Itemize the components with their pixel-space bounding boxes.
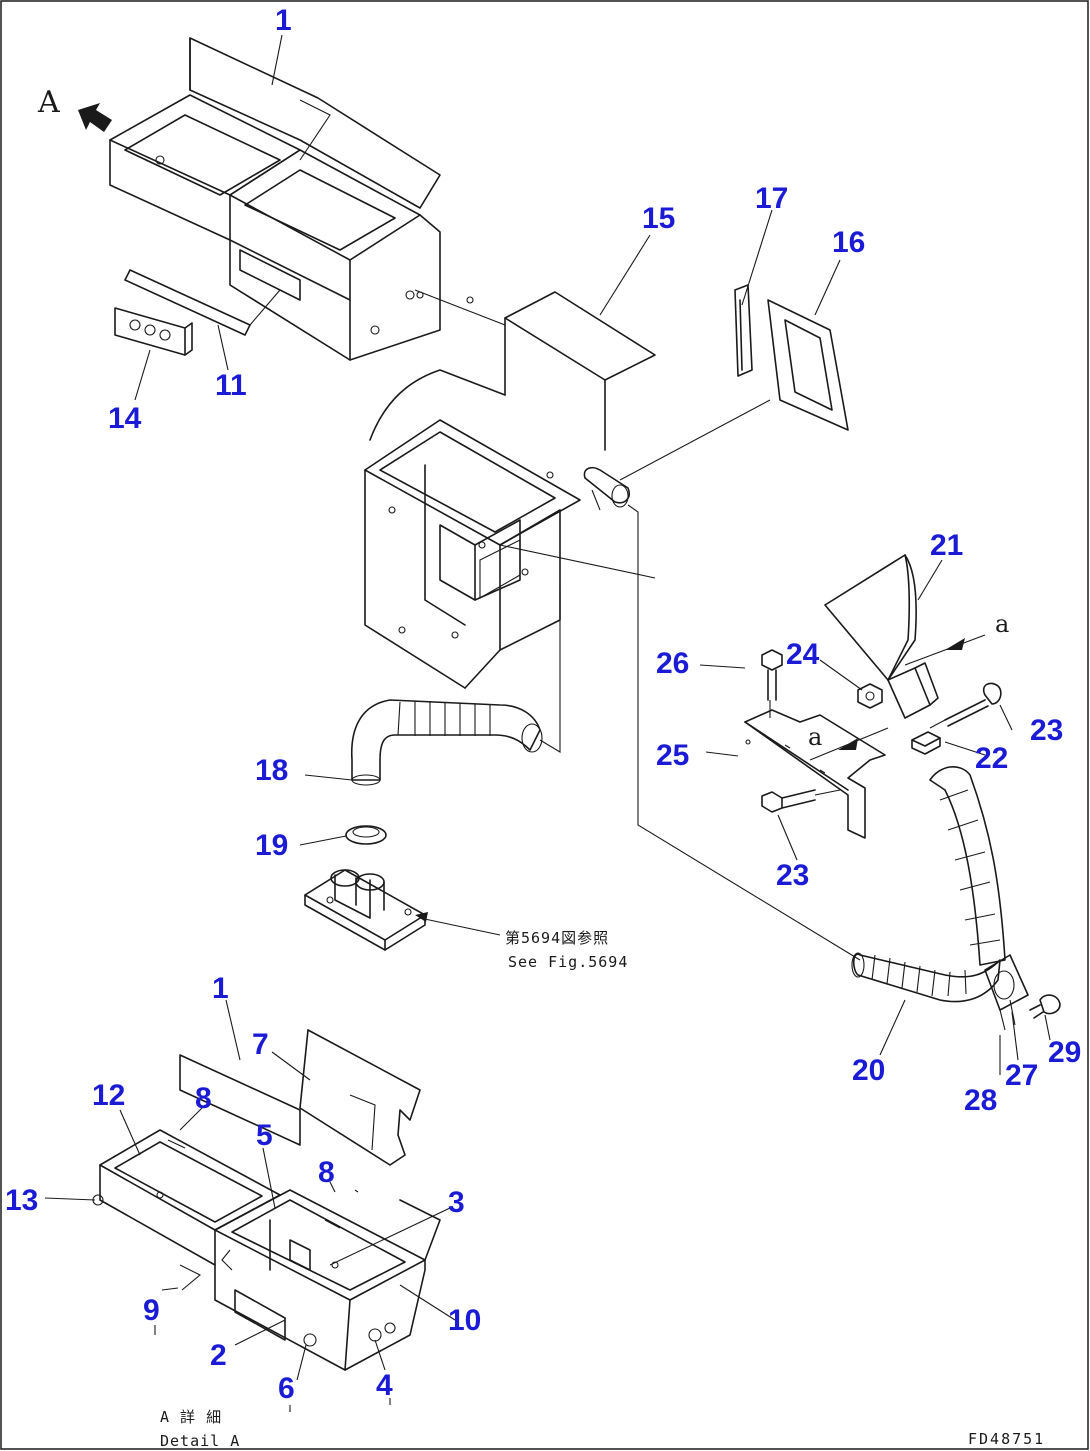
callout-6: 6 xyxy=(278,1372,295,1405)
callout-17: 17 xyxy=(755,182,788,215)
duct-21 xyxy=(824,554,939,719)
callout-20: 20 xyxy=(852,1054,885,1087)
drawing-number: FD48751 xyxy=(968,1430,1045,1448)
callout-23-lower: 23 xyxy=(776,859,809,892)
seal-strip-11 xyxy=(124,269,281,336)
callout-24: 24 xyxy=(786,638,820,671)
clamp-19 xyxy=(345,825,387,845)
reference-note-en: See Fig.5694 xyxy=(508,953,628,971)
callout-21: 21 xyxy=(930,529,963,562)
valve-assembly xyxy=(304,869,426,951)
arrow-label-a-lower: a xyxy=(808,723,822,751)
callout-numbers: 1 11 14 15 17 16 21 26 24 25 23 22 23 18… xyxy=(5,4,1081,1405)
callout-7: 7 xyxy=(252,1028,269,1061)
seal-17 xyxy=(734,284,753,377)
callout-8-left: 8 xyxy=(195,1082,212,1115)
callout-9: 9 xyxy=(143,1294,160,1327)
hose-18 xyxy=(350,590,561,786)
screw-29 xyxy=(1029,994,1061,1019)
flange-27 xyxy=(984,954,1029,1031)
view-arrow-icon xyxy=(78,103,112,132)
callout-12: 12 xyxy=(92,1079,125,1112)
callout-11: 11 xyxy=(215,369,247,402)
duct-assembly-top xyxy=(109,37,441,361)
callout-27: 27 xyxy=(1005,1059,1038,1092)
detail-caption-jp: A 詳 細 xyxy=(160,1408,222,1426)
duct-assembly-detail xyxy=(92,1029,441,1371)
callout-4: 4 xyxy=(376,1369,393,1402)
callout-1-detail: 1 xyxy=(212,972,229,1005)
arrow-label-a-upper: a xyxy=(995,610,1009,638)
callout-2: 2 xyxy=(210,1339,227,1372)
callout-22: 22 xyxy=(975,742,1008,775)
leader-lines xyxy=(44,34,1051,1412)
callout-3: 3 xyxy=(448,1186,465,1219)
callout-23-upper: 23 xyxy=(1030,714,1063,747)
callout-28: 28 xyxy=(964,1084,997,1117)
callout-8-right: 8 xyxy=(318,1156,335,1189)
bolt-26 xyxy=(761,649,783,718)
bolt-23-lower xyxy=(761,789,841,813)
callout-25: 25 xyxy=(656,739,689,772)
outlet-spigot xyxy=(583,466,630,511)
connector-block-14 xyxy=(114,307,193,356)
spacer-22 xyxy=(911,731,941,755)
callout-1-top: 1 xyxy=(275,4,292,37)
hose-20 xyxy=(851,766,1006,1003)
reference-note-jp: 第5694図参照 xyxy=(505,929,609,947)
callout-26: 26 xyxy=(656,647,689,680)
bracket-25 xyxy=(744,709,886,839)
detail-caption-en: Detail A xyxy=(160,1432,240,1450)
callout-15: 15 xyxy=(642,202,675,235)
callout-18: 18 xyxy=(255,754,288,787)
callout-10: 10 xyxy=(448,1304,481,1337)
gasket-16 xyxy=(767,299,849,431)
callout-13: 13 xyxy=(5,1184,38,1217)
view-marker-a: A xyxy=(37,85,60,120)
callout-14: 14 xyxy=(108,402,142,435)
callout-16: 16 xyxy=(832,226,865,259)
callout-29: 29 xyxy=(1048,1036,1081,1069)
nut-24 xyxy=(857,683,883,709)
bolt-23-upper xyxy=(929,682,1002,729)
callout-5: 5 xyxy=(256,1119,273,1152)
heater-unit-box xyxy=(364,291,656,689)
callout-19: 19 xyxy=(255,829,288,862)
